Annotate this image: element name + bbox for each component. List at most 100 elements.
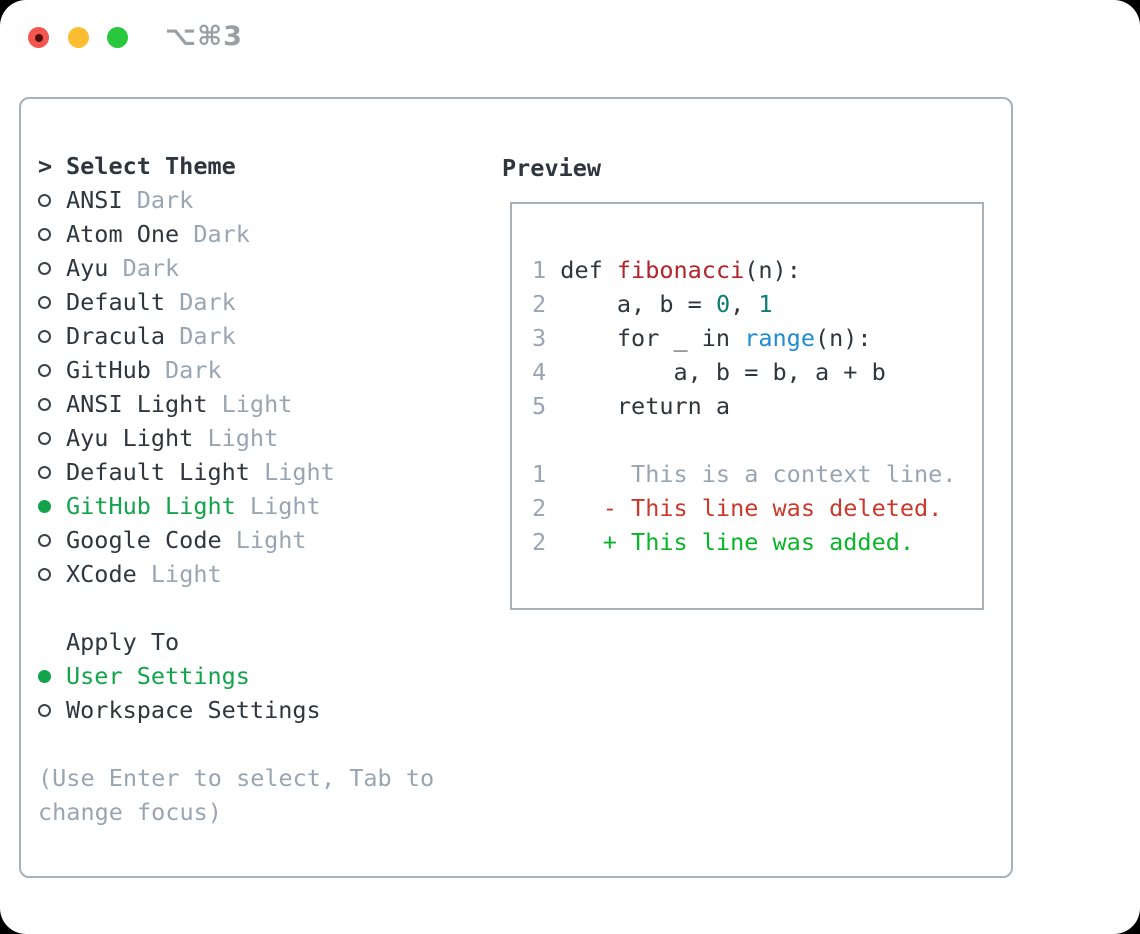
theme-option-ansi-light[interactable]: ANSI Light Light [38,387,434,421]
theme-variant: Dark [165,322,236,350]
prompt-icon: > [38,152,66,180]
minimize-button[interactable] [68,27,89,48]
code-segment-code: , [730,290,759,318]
code-segment-ln: 5 [532,392,547,420]
theme-name: Google Code [66,526,222,554]
theme-option-dracula[interactable]: Dracula Dark [38,319,434,353]
theme-variant: Light [235,492,321,520]
radio-dot [38,431,51,445]
code-segment-code: def [546,256,617,284]
code-line: 2 + This line was added. [532,525,982,559]
spacer [38,727,434,761]
zoom-button[interactable] [107,27,128,48]
radio-unselected-icon [38,533,66,547]
radio-dot [38,193,51,207]
theme-name: GitHub Light [66,492,236,520]
code-segment-func: fibonacci [616,256,745,284]
code-segment-ctx: This is a context line. [546,460,957,488]
theme-variant: Dark [165,288,236,316]
code-segment-ln: 2 [532,494,547,522]
code-line: 2 - This line was deleted. [532,491,982,525]
code-line [532,423,982,457]
radio-unselected-icon [38,295,66,309]
help-text-line: change focus) [38,795,434,829]
theme-option-github[interactable]: GitHub Dark [38,353,434,387]
code-segment-add: + This line was added. [546,528,915,556]
code-segment-code: a, b = [546,290,716,318]
theme-option-github-light[interactable]: GitHub Light Light [38,489,434,523]
radio-dot [38,703,51,717]
code-line: 4 a, b = b, a + b [532,355,982,389]
theme-option-ayu[interactable]: Ayu Dark [38,251,434,285]
theme-option-atom-one[interactable]: Atom One Dark [38,217,434,251]
select-theme-title: Select Theme [66,152,236,180]
code-segment-ln: 4 [532,358,547,386]
theme-variant: Dark [150,356,222,384]
apply-option-workspace-settings[interactable]: Workspace Settings [38,693,434,727]
radio-dot [38,465,51,479]
theme-variant: Light [221,526,307,554]
radio-unselected-icon [38,329,66,343]
theme-name: XCode [66,560,137,588]
radio-selected-icon [38,499,66,513]
theme-option-ayu-light[interactable]: Ayu Light Light [38,421,434,455]
radio-dot [38,329,51,343]
code-segment-ln: 1 [532,460,547,488]
select-theme-header: > Select Theme [38,149,434,183]
theme-name: Default [66,288,166,316]
theme-name: GitHub [66,356,151,384]
theme-name: ANSI [66,186,123,214]
radio-unselected-icon [38,363,66,377]
theme-option-ansi[interactable]: ANSI Dark [38,183,434,217]
theme-option-default[interactable]: Default Dark [38,285,434,319]
code-segment-code: for _ in [546,324,745,352]
code-segment-num: 0 [715,290,731,318]
apply-option-label: User Settings [66,662,250,690]
code-segment-ln: 3 [532,324,547,352]
radio-dot [38,227,51,241]
close-button[interactable] [28,27,49,48]
radio-unselected-icon [38,261,66,275]
apply-option-label: Workspace Settings [66,696,321,724]
theme-variant: Light [249,458,335,486]
code-segment-code: return a [546,392,731,420]
radio-dot [38,499,51,513]
radio-unselected-icon [38,227,66,241]
help-text: change focus) [38,798,222,826]
radio-dot [38,669,51,683]
apply-option-user-settings[interactable]: User Settings [38,659,434,693]
spacer [38,591,434,625]
radio-unselected-icon [38,431,66,445]
theme-name: Atom One [66,220,180,248]
radio-dot [38,397,51,411]
theme-option-default-light[interactable]: Default Light Light [38,455,434,489]
radio-dot [38,295,51,309]
radio-unselected-icon [38,397,66,411]
theme-name: Dracula [66,322,166,350]
theme-option-xcode[interactable]: XCode Light [38,557,434,591]
theme-variant: Light [193,424,279,452]
theme-name: Ayu [66,254,109,282]
code-segment-code: a, b = b, a + b [546,358,886,386]
radio-dot [38,261,51,275]
close-button-dot-icon [34,33,43,42]
code-line: 1 def fibonacci(n): [532,253,982,287]
radio-unselected-icon [38,193,66,207]
code-segment-ln: 1 [532,256,547,284]
theme-option-google-code[interactable]: Google Code Light [38,523,434,557]
theme-name: Ayu Light [66,424,194,452]
theme-name: ANSI Light [66,390,208,418]
theme-variant: Light [136,560,222,588]
keyboard-shortcut-label: ⌥⌘3 [165,21,243,52]
code-segment-ln: 2 [532,290,547,318]
code-line: 2 a, b = 0, 1 [532,287,982,321]
code-line: 5 return a [532,389,982,423]
prompt-char: > [38,152,53,180]
code-line: 3 for _ in range(n): [532,321,982,355]
theme-variant: Dark [179,220,250,248]
radio-unselected-icon [38,567,66,581]
code-segment-num: 1 [758,290,773,318]
code-segment-builtin: range [744,324,815,352]
